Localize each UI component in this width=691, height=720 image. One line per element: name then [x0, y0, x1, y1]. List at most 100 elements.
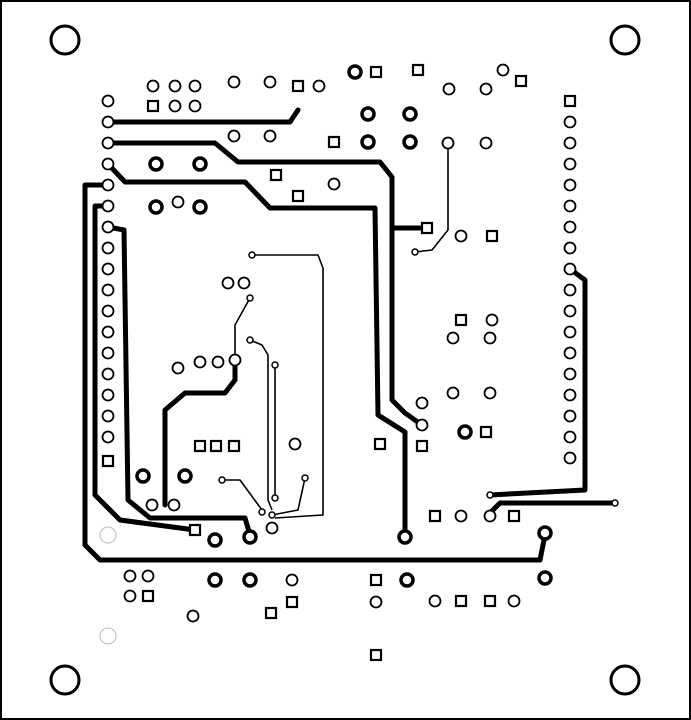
bold-pad [192, 199, 208, 215]
round-pad [288, 437, 302, 451]
round-pad [442, 82, 456, 96]
mounting-hole [609, 24, 641, 56]
thin-trace [249, 339, 273, 511]
round-pad [263, 129, 277, 143]
round-pad [193, 355, 207, 369]
square-pad [514, 74, 528, 88]
round-pad [415, 418, 429, 432]
bold-pad [402, 134, 418, 150]
round-pad [167, 498, 181, 512]
round-pad [101, 304, 115, 318]
square-pad [369, 65, 383, 79]
round-pad [563, 451, 577, 465]
round-pad [483, 331, 497, 345]
bold-pad [148, 199, 164, 215]
square-pad [285, 595, 299, 609]
round-pad [101, 157, 115, 171]
square-pad [454, 594, 468, 608]
thick-trace [105, 224, 253, 538]
round-pad [265, 521, 279, 535]
round-pad [563, 199, 577, 213]
round-pad [507, 594, 521, 608]
round-pad [446, 386, 460, 400]
round-pad [171, 361, 185, 375]
bold-pad [537, 570, 553, 586]
bold-pad [177, 468, 193, 484]
round-pad [454, 509, 468, 523]
square-pad [291, 79, 305, 93]
thin-trace [414, 143, 449, 253]
round-pad [101, 220, 115, 234]
square-pad [411, 63, 425, 77]
round-pad [101, 409, 115, 423]
round-pad [188, 79, 202, 93]
round-pad [101, 241, 115, 255]
mounting-hole [49, 24, 81, 56]
thin-trace [271, 477, 306, 516]
square-pad [291, 189, 305, 203]
round-pad [285, 573, 299, 587]
bold-pad [360, 134, 376, 150]
square-pad [507, 509, 521, 523]
square-pad [369, 648, 383, 662]
round-pad [563, 220, 577, 234]
round-pad [483, 509, 497, 523]
round-pad [479, 136, 493, 150]
bold-pad [397, 529, 413, 545]
square-pad [483, 594, 497, 608]
round-pad [101, 262, 115, 276]
via [248, 251, 256, 259]
round-pad [263, 75, 277, 89]
square-pad [193, 439, 207, 453]
square-pad [264, 606, 278, 620]
bold-pad [537, 525, 553, 541]
bold-pad [242, 572, 258, 588]
round-pad [101, 178, 115, 192]
bold-pad [457, 424, 473, 440]
round-pad [415, 396, 429, 410]
via [218, 476, 226, 484]
square-pad [101, 454, 115, 468]
round-pad [441, 136, 455, 150]
thin-trace [234, 297, 251, 360]
via [246, 336, 254, 344]
thick-trace [487, 266, 588, 498]
round-pad [563, 136, 577, 150]
round-pad [227, 129, 241, 143]
round-pad [168, 99, 182, 113]
round-pad [221, 276, 235, 290]
unplated-hole [99, 627, 117, 645]
unplated-hole [99, 526, 117, 544]
round-pad [563, 115, 577, 129]
via [271, 361, 279, 369]
thick-trace [105, 107, 301, 125]
round-pad [563, 283, 577, 297]
thick-trace [487, 500, 618, 516]
square-pad [479, 425, 493, 439]
square-pad [373, 437, 387, 451]
square-pad [188, 523, 202, 537]
bold-pad [360, 106, 376, 122]
thin-traces [222, 143, 449, 519]
mounting-hole [49, 664, 81, 696]
round-pad [101, 388, 115, 402]
round-pad [101, 367, 115, 381]
thick-trace [92, 203, 198, 533]
via [411, 248, 419, 256]
thick-trace [82, 182, 548, 563]
round-pad [101, 136, 115, 150]
square-pad [563, 94, 577, 108]
bold-pad [135, 468, 151, 484]
via [301, 474, 309, 482]
thick-trace [162, 357, 238, 508]
via [246, 294, 254, 302]
round-pad [101, 115, 115, 129]
round-pad [327, 177, 341, 191]
round-pad [454, 229, 468, 243]
square-pad [420, 221, 434, 235]
via [611, 499, 619, 507]
square-pad [269, 168, 283, 182]
bold-pad [148, 156, 164, 172]
round-pad [188, 99, 202, 113]
round-pad [563, 304, 577, 318]
